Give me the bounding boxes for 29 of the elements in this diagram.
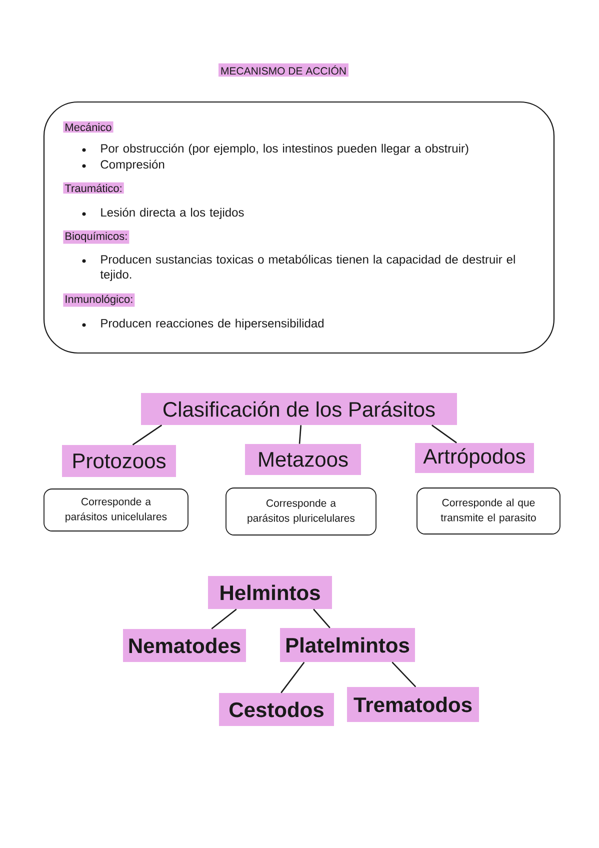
category-box: Protozoos	[62, 445, 176, 477]
highlighted-heading: Traumático:	[63, 182, 124, 194]
connector-line	[132, 424, 162, 446]
list-item: Compresión	[100, 160, 164, 172]
connector-line	[313, 608, 330, 628]
category-box: Cestodos	[219, 693, 334, 726]
category-box: Helmintos	[208, 576, 332, 609]
connector-line	[280, 662, 305, 694]
category-box: Clasificación de los Parásitos	[141, 393, 457, 425]
description-box: Corresponde al que transmite el parasito	[416, 488, 560, 534]
description-box: Corresponde a parásitos unicelulares	[44, 488, 188, 532]
highlighted-heading: Mecánico	[63, 121, 114, 133]
highlighted-heading: Inmunológico:	[63, 293, 135, 307]
connector-line	[211, 608, 237, 630]
list-item: Producen sustancias toxicas o metabólicas tienen la capacidad de destruir el tejido.	[100, 254, 515, 282]
category-box: Platelmintos	[280, 628, 415, 662]
connector-line	[392, 662, 416, 688]
list-item: Producen reacciones de hipersensibilidad	[101, 318, 324, 330]
list-item: Lesión directa a los tejidos	[101, 208, 244, 220]
category-box: Artrópodos	[415, 443, 534, 473]
connector-line	[298, 425, 302, 444]
highlighted-heading: Bioquímicos:	[63, 230, 130, 244]
category-box: Trematodos	[347, 687, 479, 722]
category-box: Nematodes	[123, 629, 246, 662]
description-box: Corresponde a parásitos pluricelulares	[226, 488, 376, 536]
list-item: Por obstrucción (por ejemplo, los intestinos pueden llegar a obstruir)	[101, 144, 468, 156]
category-box: Metazoos	[245, 444, 361, 475]
connector-line	[432, 424, 457, 444]
title-label: MECANISMO DE ACCIÓN	[218, 63, 348, 77]
